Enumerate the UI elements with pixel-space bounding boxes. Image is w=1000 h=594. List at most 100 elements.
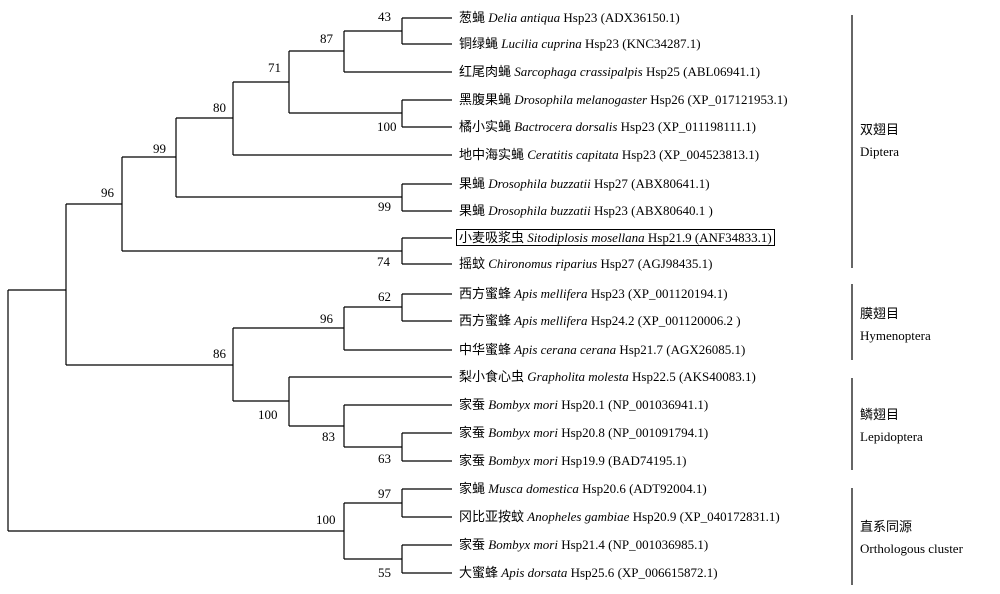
taxon: 西方蜜蜂 Apis mellifera Hsp23 (XP_001120194.…: [459, 286, 728, 301]
accession: (AGJ98435.1): [637, 256, 713, 271]
accession: (ANF34833.1): [694, 230, 772, 245]
bootstrap-value: 83: [322, 429, 335, 444]
leaf-label: 摇蚊 Chironomus riparius Hsp27 (AGJ98435.1…: [459, 256, 712, 272]
bootstrap-value: 71: [268, 60, 281, 75]
common-name: 红尾肉蝇: [459, 64, 512, 79]
taxon: 果蝇 Drosophila buzzatii Hsp23 (ABX80640.1…: [459, 203, 713, 218]
taxon: 果蝇 Drosophila buzzatii Hsp27 (ABX80641.1…: [459, 176, 710, 191]
taxon: 家蚕 Bombyx mori Hsp19.9 (BAD74195.1): [459, 453, 687, 468]
common-name: 大蜜蜂: [459, 565, 499, 580]
gene-name: Hsp20.8: [561, 425, 605, 440]
species-name: Musca domestica: [488, 481, 579, 496]
bootstrap-value: 100: [377, 119, 397, 134]
accession: (AKS40083.1): [678, 369, 756, 384]
common-name: 西方蜜蜂: [459, 286, 512, 301]
branch: [401, 99, 452, 128]
common-name: 果蝇: [459, 203, 486, 218]
taxon: 中华蜜蜂 Apis cerana cerana Hsp21.7 (AGX2608…: [459, 342, 745, 357]
gene-name: Hsp25.6: [570, 565, 615, 580]
gene-name: Hsp21.7: [619, 342, 664, 357]
leaf-label: 家蚕 Bombyx mori Hsp21.4 (NP_001036985.1): [459, 537, 708, 553]
leaf-label: 橘小实蝇 Bactrocera dorsalis Hsp23 (XP_01119…: [459, 119, 756, 135]
common-name: 橘小实蝇: [459, 119, 512, 134]
common-name: 梨小食心虫: [459, 369, 525, 384]
species-name: Drosophila buzzatii: [488, 176, 591, 191]
accession: (XP_006615872.1): [617, 565, 718, 580]
gene-name: Hsp26: [650, 92, 685, 107]
branch: [121, 156, 402, 252]
leaf-label: 西方蜜蜂 Apis mellifera Hsp24.2 (XP_00112000…: [459, 313, 741, 329]
branch: [288, 376, 452, 427]
species-name: Bombyx mori: [488, 425, 558, 440]
leaf-label: 家蚕 Bombyx mori Hsp19.9 (BAD74195.1): [459, 453, 687, 469]
common-name: 家蚕: [459, 537, 486, 552]
common-name: 中华蜜蜂: [459, 342, 512, 357]
taxon: 红尾肉蝇 Sarcophaga crassipalpis Hsp25 (ABL0…: [459, 64, 760, 79]
bootstrap-value: 100: [258, 407, 278, 422]
branch: [7, 289, 344, 532]
common-name: 家蚕: [459, 397, 486, 412]
branch: [288, 50, 402, 114]
branch: [401, 488, 452, 518]
branch: [343, 502, 402, 560]
accession: (ABX80640.1 ): [631, 203, 713, 218]
bootstrap-value: 99: [153, 141, 166, 156]
clade-label-cn: 直系同源: [860, 519, 913, 534]
common-name: 摇蚊: [459, 256, 486, 271]
common-name: 铜绿蝇: [459, 36, 499, 51]
species-name: Apis dorsata: [501, 565, 568, 580]
taxon: 梨小食心虫 Grapholita molesta Hsp22.5 (AKS400…: [459, 369, 756, 384]
branch: [65, 203, 233, 366]
taxon: 冈比亚按蚊 Anopheles gambiae Hsp20.9 (XP_0401…: [459, 509, 780, 524]
bootstrap-value: 87: [320, 31, 333, 46]
leaf-label: 小麦吸浆虫 Sitodiplosis mosellana Hsp21.9 (AN…: [456, 229, 775, 246]
bootstrap-value: 55: [378, 565, 391, 580]
taxon: 大蜜蜂 Apis dorsata Hsp25.6 (XP_006615872.1…: [459, 565, 718, 580]
bootstrap-value: 86: [213, 346, 226, 361]
gene-name: Hsp24.2: [590, 313, 635, 328]
taxon: 家蝇 Musca domestica Hsp20.6 (ADT92004.1): [459, 481, 707, 496]
branch: [401, 544, 452, 574]
clade-label-en: Orthologous cluster: [860, 541, 963, 556]
leaf-label: 大蜜蜂 Apis dorsata Hsp25.6 (XP_006615872.1…: [459, 565, 718, 581]
taxon: 家蚕 Bombyx mori Hsp21.4 (NP_001036985.1): [459, 537, 708, 552]
accession: (NP_001036941.1): [608, 397, 709, 412]
branch: [401, 293, 452, 322]
accession: (XP_004523813.1): [659, 147, 760, 162]
common-name: 家蝇: [459, 481, 486, 496]
clade-label-en: Hymenoptera: [860, 328, 931, 343]
common-name: 小麦吸浆虫: [459, 230, 525, 245]
common-name: 西方蜜蜂: [459, 313, 512, 328]
accession: (XP_040172831.1): [679, 509, 780, 524]
accession: (XP_017121953.1): [687, 92, 788, 107]
leaf-label: 红尾肉蝇 Sarcophaga crassipalpis Hsp25 (ABL0…: [459, 64, 760, 80]
accession: (ADT92004.1): [629, 481, 707, 496]
branch: [401, 17, 452, 45]
taxon: 家蚕 Bombyx mori Hsp20.8 (NP_001091794.1): [459, 425, 708, 440]
common-name: 冈比亚按蚊: [459, 509, 525, 524]
clade-label-cn: 膜翅目: [860, 306, 900, 321]
gene-name: Hsp23: [563, 10, 598, 25]
leaf-label: 家蚕 Bombyx mori Hsp20.8 (NP_001091794.1): [459, 425, 708, 441]
species-name: Sitodiplosis mosellana: [527, 230, 645, 245]
gene-name: Hsp21.9: [647, 230, 692, 245]
leaf-label: 果蝇 Drosophila buzzatii Hsp27 (ABX80641.1…: [459, 176, 710, 192]
taxon: 家蚕 Bombyx mori Hsp20.1 (NP_001036941.1): [459, 397, 708, 412]
common-name: 葱蝇: [459, 10, 486, 25]
gene-name: Hsp23: [585, 36, 619, 51]
bootstrap-value: 97: [378, 486, 391, 501]
bootstrap-value: 74: [377, 254, 390, 269]
species-name: Apis mellifera: [514, 313, 588, 328]
leaf-label: 梨小食心虫 Grapholita molesta Hsp22.5 (AKS400…: [459, 369, 756, 385]
branch: [401, 432, 452, 462]
leaf-label: 家蝇 Musca domestica Hsp20.6 (ADT92004.1): [459, 481, 707, 497]
clade-label-cn: 鳞翅目: [860, 407, 900, 422]
gene-name: Hsp23: [621, 147, 656, 162]
gene-name: Hsp22.5: [632, 369, 676, 384]
bootstrap-value: 96: [320, 311, 333, 326]
species-name: Apis cerana cerana: [514, 342, 617, 357]
taxon: 黑腹果蝇 Drosophila melanogaster Hsp26 (XP_0…: [459, 92, 788, 107]
accession: (ABX80641.1): [631, 176, 710, 191]
leaf-label: 中华蜜蜂 Apis cerana cerana Hsp21.7 (AGX2608…: [459, 342, 745, 358]
species-name: Chironomus riparius: [488, 256, 598, 271]
